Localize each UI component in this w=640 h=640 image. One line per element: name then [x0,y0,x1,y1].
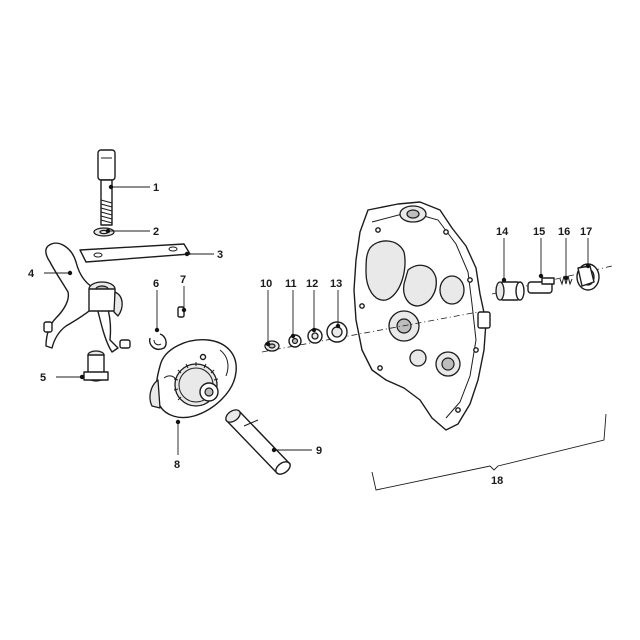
callout-7: 7 [180,274,186,286]
callout-6: 6 [153,278,159,290]
part-shaft [225,409,291,475]
callout-1: 1 [153,182,159,194]
callout-2: 2 [153,226,159,238]
part-plug [495,281,525,301]
callout-labels: 1 2 3 4 5 6 7 8 9 10 11 12 13 14 15 16 1… [28,182,592,487]
callout-10: 10 [260,278,272,290]
callout-12: 12 [306,278,318,290]
part-shift-fork [43,242,131,353]
callout-3: 3 [217,249,223,261]
callout-8: 8 [174,459,180,471]
callout-15: 15 [533,226,545,238]
part-plate [79,243,191,263]
callout-17: 17 [580,226,592,238]
sector-gear [173,362,219,407]
callout-4: 4 [28,268,35,280]
callout-9: 9 [316,445,322,457]
part-spring [559,275,573,286]
callout-5: 5 [40,372,46,384]
part-circlip [149,333,167,350]
part-gear-selector [149,339,237,419]
assembly-axis [261,311,479,353]
part-gearbox-cover [353,201,491,431]
part-washer-13 [326,321,348,343]
bracket-18 [371,413,607,491]
callout-11: 11 [285,278,297,290]
part-washer-11 [288,334,302,348]
part-bushing [83,350,109,382]
callout-16: 16 [558,226,570,238]
leader-lines [44,184,591,455]
part-washer-12 [307,328,323,344]
callout-13: 13 [330,278,342,290]
part-detent [527,277,555,294]
callout-14: 14 [496,226,509,238]
part-washer-2 [93,227,115,237]
part-bolt [97,149,116,226]
callout-18: 18 [491,475,503,487]
